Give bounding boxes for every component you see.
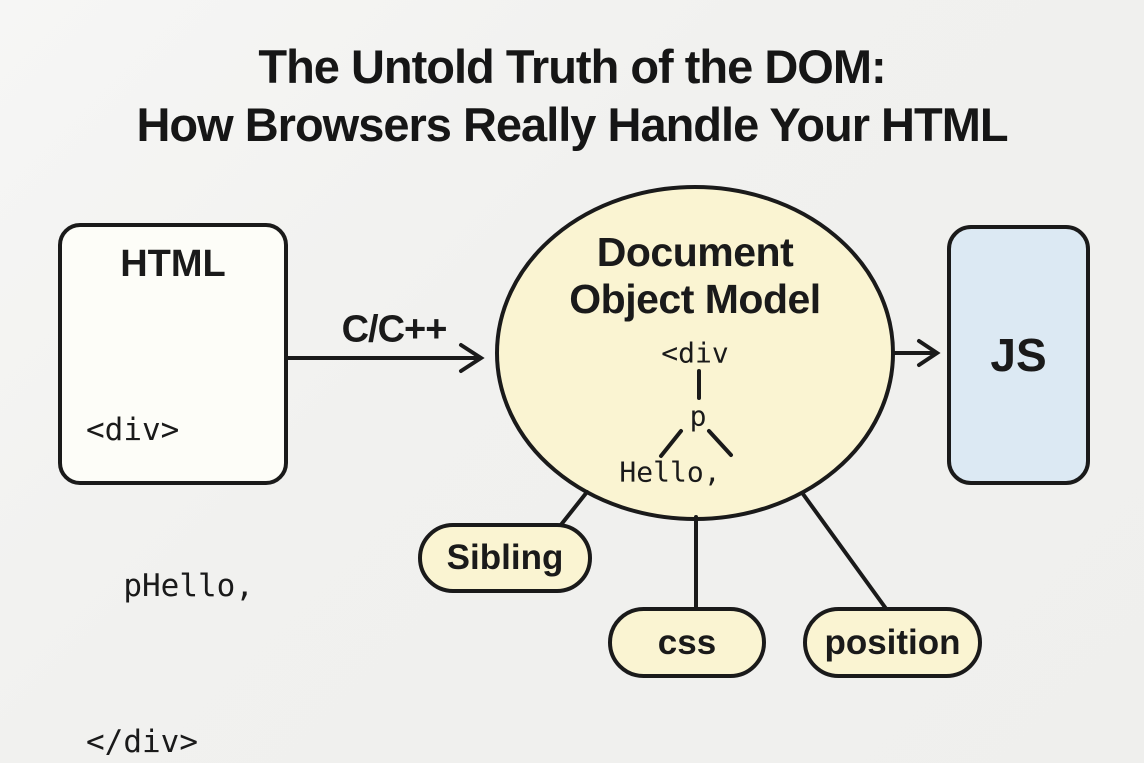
bubble-position: position xyxy=(803,607,982,678)
bubble-css: css xyxy=(608,607,766,678)
tree-root-node: <div xyxy=(661,336,729,370)
html-source-box: HTML <div> pHello, </div> xyxy=(58,223,288,760)
dom-heading-line1: Document xyxy=(596,229,794,275)
tree-child-node: p xyxy=(689,399,707,433)
tree-right-branch-line xyxy=(707,429,733,457)
code-line-div-close: </div> xyxy=(86,724,198,760)
sibling-connector-line xyxy=(558,490,589,528)
js-box-label: JS xyxy=(990,329,1047,381)
dom-heading-line2: Object Model xyxy=(569,276,821,322)
tree-left-branch-line xyxy=(659,429,683,458)
cpp-arrow-label: C/C++ xyxy=(341,308,448,351)
bubble-sibling: Sibling xyxy=(418,523,592,593)
html-box-heading: HTML xyxy=(120,243,226,285)
code-line-phello: pHello, xyxy=(86,568,254,604)
bubble-css-label: css xyxy=(657,622,717,662)
bubble-sibling-label: Sibling xyxy=(446,538,564,577)
js-arrow-head xyxy=(917,339,941,367)
page-title-line2: How Browsers Really Handle Your HTML xyxy=(136,98,1008,151)
page-title: The Untold Truth of the DOM: How Browser… xyxy=(0,38,1144,154)
html-code-block: <div> pHello, </div> xyxy=(62,300,284,763)
dom-ellipse-heading: Document Object Model xyxy=(485,229,905,323)
js-box: JS xyxy=(947,225,1090,485)
bubble-position-label: position xyxy=(824,622,961,662)
cpp-arrow-head xyxy=(459,343,485,373)
tree-leaf-node: Hello, xyxy=(619,455,721,489)
code-line-div-open: <div> xyxy=(86,412,180,448)
position-connector-line xyxy=(801,492,889,612)
page-title-line1: The Untold Truth of the DOM: xyxy=(258,40,886,93)
